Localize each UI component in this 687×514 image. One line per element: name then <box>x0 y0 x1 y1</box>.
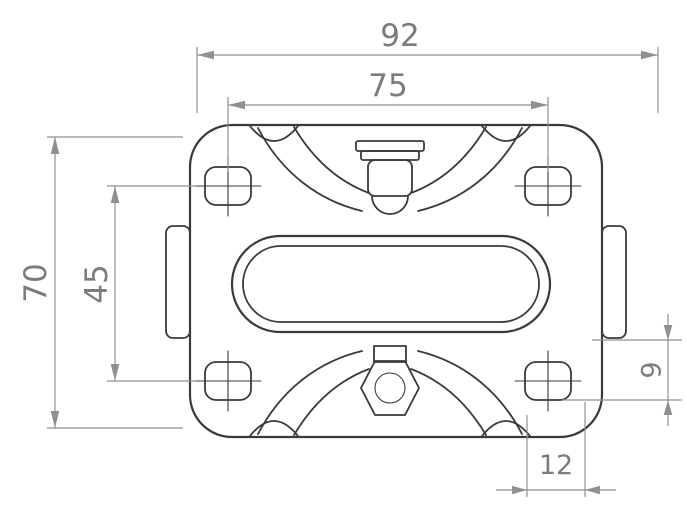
arrowhead-icon <box>531 100 548 110</box>
dim-slot-width-label: 12 <box>539 450 573 481</box>
arrowhead-icon <box>585 485 600 495</box>
dimension-overall-width: 92 <box>196 18 659 113</box>
arrowhead-icon <box>110 186 120 203</box>
left-axle-tab <box>165 225 191 339</box>
dim-slot-height-label: 9 <box>637 361 668 378</box>
mounting-hole-bottom-left <box>194 350 262 412</box>
arrowhead-icon <box>50 137 60 154</box>
arrowhead-icon <box>663 400 673 415</box>
hex-nut <box>360 345 420 416</box>
mounting-hole-bottom-right <box>514 350 582 412</box>
right-axle-tab <box>601 225 627 339</box>
dim-hole-spacing-height-label: 45 <box>79 264 115 303</box>
wheel-slot <box>230 234 552 334</box>
arrowhead-icon <box>197 50 214 60</box>
arrowhead-icon <box>663 325 673 340</box>
dim-overall-height-label: 70 <box>18 263 54 302</box>
dimension-slot-height: 9 <box>562 314 682 426</box>
fork-wings <box>249 125 531 437</box>
dim-hole-spacing-width-label: 75 <box>368 68 407 104</box>
dimension-slot-width: 12 <box>496 402 616 497</box>
kingpin-bolt <box>355 140 425 215</box>
arrowhead-icon <box>512 485 527 495</box>
arrowhead-icon <box>50 411 60 428</box>
arrowhead-icon <box>641 50 658 60</box>
dimension-hole-spacing-width: 75 <box>227 68 549 172</box>
arrowhead-icon <box>110 364 120 381</box>
plate-body <box>165 123 627 439</box>
arrowhead-icon <box>228 100 245 110</box>
dim-overall-width-label: 92 <box>380 18 419 54</box>
dimension-hole-spacing-height: 45 <box>79 185 196 382</box>
dimension-overall-height: 70 <box>18 136 183 429</box>
